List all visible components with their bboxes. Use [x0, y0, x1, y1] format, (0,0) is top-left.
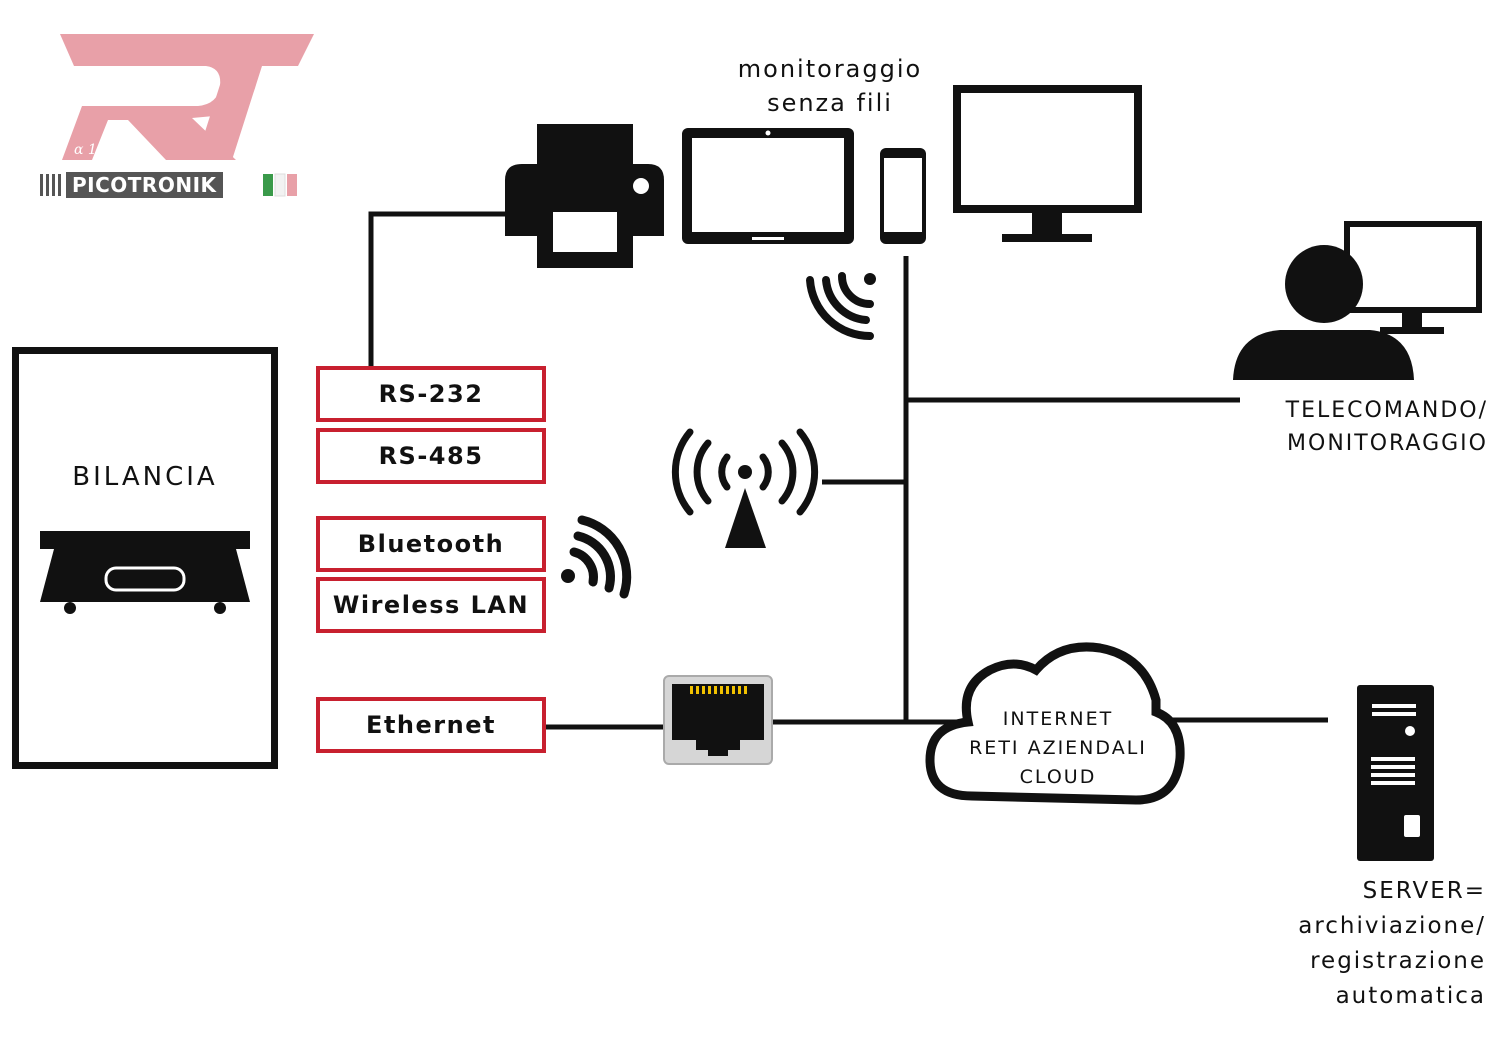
logo-year: α 1990: [74, 142, 124, 158]
interface-rs485: RS-485: [316, 428, 546, 484]
wireless-monitoring-line1: monitoraggio: [737, 55, 923, 83]
server-label: SERVER= archiviazione/ registrazione aut…: [1250, 874, 1486, 1014]
scale-icon: [40, 531, 250, 614]
connection-lines: [368, 211, 1328, 730]
cloud-line3: CLOUD: [1019, 766, 1097, 788]
server-icon: [1357, 685, 1434, 861]
tablet-icon: [682, 128, 854, 244]
printer-icon: [505, 124, 664, 268]
server-line1: SERVER=: [1362, 878, 1486, 904]
server-line2: archiviazione/: [1298, 913, 1486, 939]
remote-monitoring-label: TELECOMANDO/ MONITORAGGIO: [1226, 394, 1488, 460]
logo-wordmark: PICOTRONIK: [66, 172, 223, 198]
rs232-printer-line: [368, 211, 508, 366]
logo-mark: [40, 34, 314, 197]
monitor-icon: [953, 85, 1142, 242]
wireless-monitoring-line2: senza fili: [767, 89, 893, 117]
ethernet-port-icon: [663, 675, 773, 765]
wifi-tablet-icon: [806, 272, 876, 341]
logo-barcode: [40, 174, 61, 196]
cloud-icon: [925, 642, 1185, 805]
user-icon: [1233, 221, 1482, 380]
server-line3: registrazione: [1310, 948, 1486, 974]
cloud-line2: RETI AZIENDALI: [969, 737, 1147, 759]
remote-monitoring-line2: MONITORAGGIO: [1287, 431, 1488, 456]
server-line4: automatica: [1335, 983, 1486, 1009]
cloud-label: INTERNET RETI AZIENDALI CLOUD: [940, 705, 1176, 792]
remote-monitoring-line1: TELECOMANDO/: [1285, 398, 1488, 423]
interface-bluetooth: Bluetooth: [316, 516, 546, 572]
interface-rs232: RS-232: [316, 366, 546, 422]
logo-flag-white: [274, 173, 286, 197]
interface-ethernet: Ethernet: [316, 697, 546, 753]
logo-t-shape: [172, 34, 314, 160]
logo-flag-red: [287, 174, 297, 196]
smartphone-icon: [880, 148, 926, 244]
logo-flag-green: [263, 174, 273, 196]
interface-wireless-lan: Wireless LAN: [316, 577, 546, 633]
wifi-bluetooth-icon: [561, 515, 632, 599]
scale-label: BILANCIA: [72, 462, 218, 492]
antenna-icon: [671, 428, 819, 548]
wireless-monitoring-label: monitoraggio senza fili: [700, 52, 960, 120]
cloud-line1: INTERNET: [1002, 708, 1114, 730]
